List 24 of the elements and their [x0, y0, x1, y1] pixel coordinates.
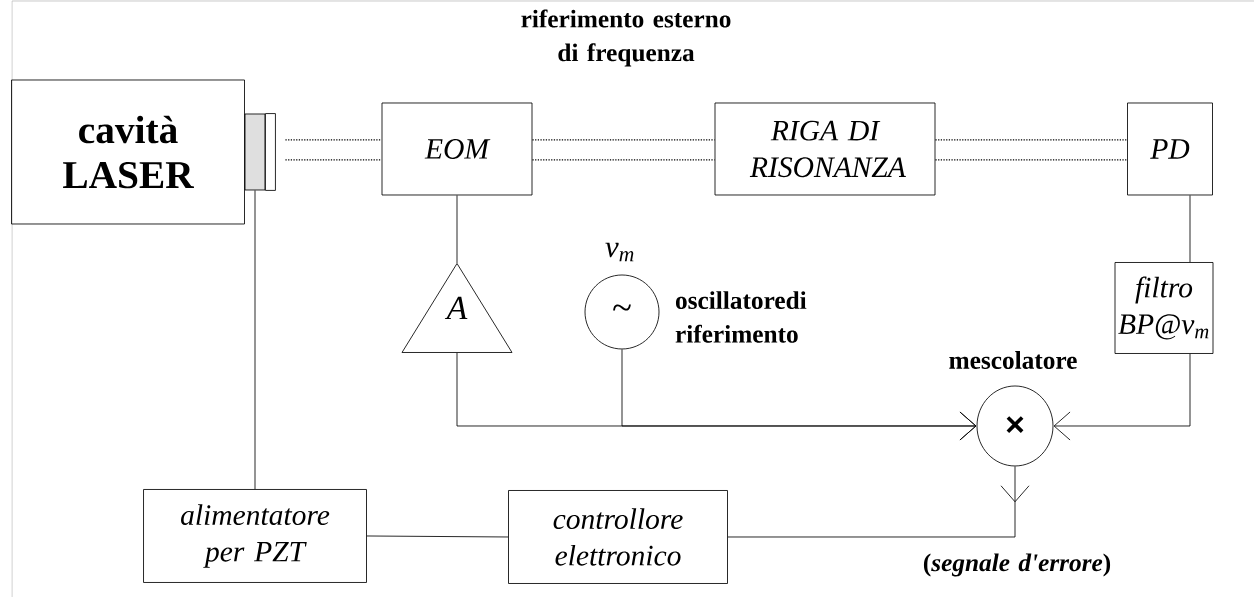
- process-box: EOM: [381, 102, 533, 196]
- connector: [727, 466, 1030, 538]
- process-box: RIGA DI RISONANZA: [714, 102, 936, 196]
- connector: [284, 139, 383, 161]
- connector: [1053, 353, 1191, 441]
- connector: [531, 139, 716, 161]
- frequency-label: ν$_{m}$: [605, 242, 634, 262]
- mirror-block: [244, 113, 276, 191]
- amplifier-triangle: A: [401, 263, 513, 353]
- process-box: filtro BP@ν$_{m}$: [1114, 262, 1214, 354]
- connector: [1189, 195, 1191, 263]
- signal-label: (segnale d'errore): [923, 553, 1111, 577]
- heading-label: riferimento esterno di frequenza: [521, 9, 731, 67]
- process-box: PD: [1127, 102, 1213, 196]
- connector: [254, 190, 256, 490]
- process-box: alimentatore per PZT: [143, 489, 367, 583]
- connector: [934, 139, 1128, 161]
- connector: [621, 349, 977, 441]
- laser-cavity-box: cavità LASER: [11, 79, 245, 225]
- connector: [366, 535, 509, 538]
- node-caption: oscillatoredi riferimento: [675, 291, 807, 343]
- process-box: controllore elettronico: [508, 490, 728, 584]
- node-caption: mescolatore: [949, 351, 1077, 369]
- connector: [456, 195, 458, 264]
